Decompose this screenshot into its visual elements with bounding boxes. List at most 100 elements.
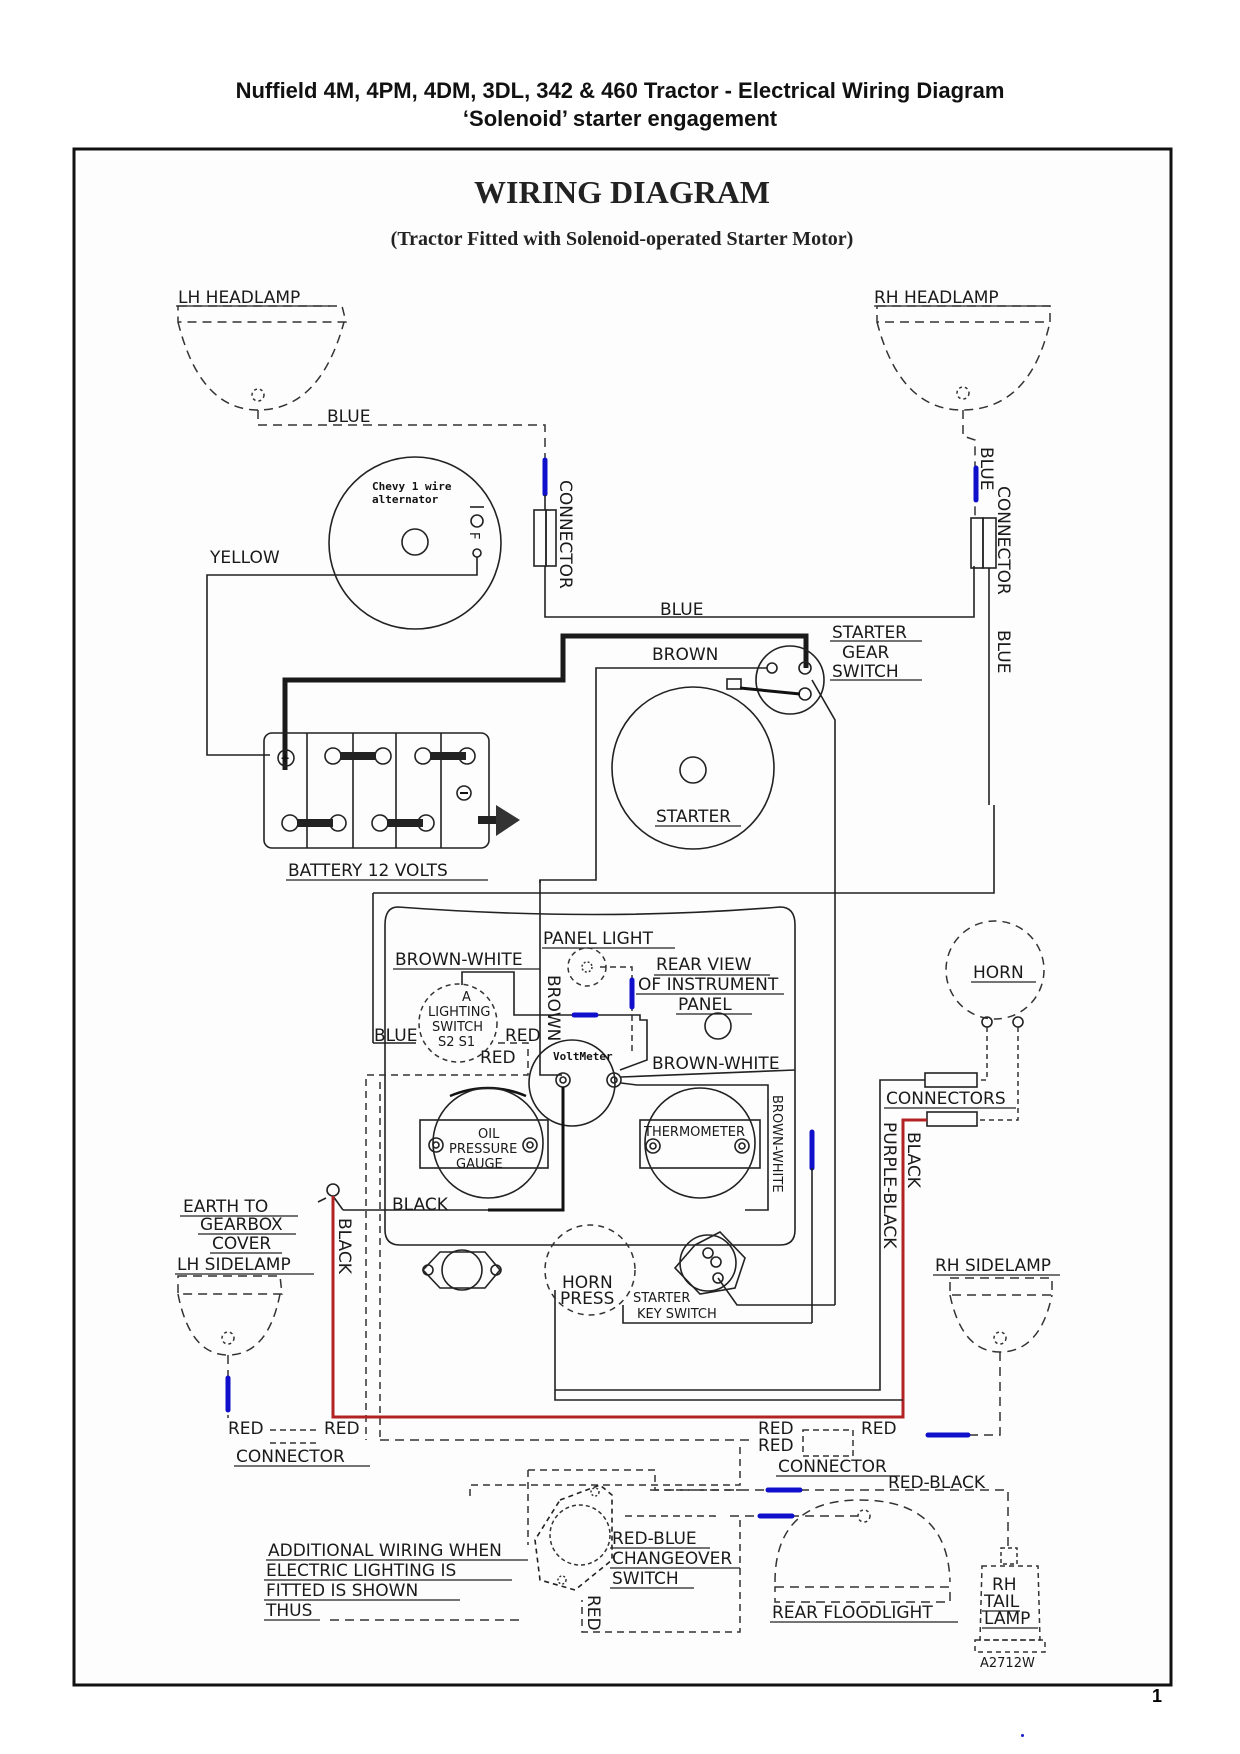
svg-text:TAIL: TAIL xyxy=(983,1592,1020,1612)
red-blue-changeover-switch: RED-BLUE CHANGEOVER SWITCH xyxy=(527,1469,741,1633)
legend-additional-wiring: ADDITIONAL WIRING WHEN ELECTRIC LIGHTING… xyxy=(264,1541,528,1621)
starter-gear-switch: STARTER GEAR SWITCH xyxy=(755,623,922,870)
svg-text:THERMOMETER: THERMOMETER xyxy=(643,1125,745,1140)
svg-text:A2712W: A2712W xyxy=(980,1656,1035,1671)
svg-text:LAMP: LAMP xyxy=(984,1609,1030,1629)
rh-sidelamp: RH SIDELAMP xyxy=(930,1256,1060,1436)
connector-right: CONNECTOR BLUE xyxy=(970,486,1013,805)
rear-floodlight: REAR FLOODLIGHT xyxy=(770,1499,958,1623)
red-wire xyxy=(331,1141,905,1419)
svg-text:HORN: HORN xyxy=(562,1273,613,1293)
svg-text:OF INSTRUMENT: OF INSTRUMENT xyxy=(638,975,779,995)
svg-text:REAR VIEW: REAR VIEW xyxy=(656,955,752,975)
wire-label-red-black: RED-BLACK xyxy=(888,1473,986,1493)
wire-label-brown-white-2: BROWN-WHITE xyxy=(652,1054,780,1074)
lighting-switch: A LIGHTING SWITCH S2 S1 xyxy=(418,971,648,1071)
svg-text:ELECTRIC LIGHTING IS: ELECTRIC LIGHTING IS xyxy=(266,1561,456,1581)
wire-label-brown-vert: BROWN xyxy=(543,975,563,1041)
svg-text:S2 S1: S2 S1 xyxy=(438,1035,475,1050)
svg-text:BLUE: BLUE xyxy=(976,447,996,490)
connector-bottom-mid: CONNECTOR xyxy=(778,1457,887,1477)
svg-text:COVER: COVER xyxy=(212,1234,271,1254)
wire-label-blue-top: BLUE xyxy=(327,407,370,427)
wire-label-red-ls: RED xyxy=(505,1026,541,1046)
svg-text:PANEL: PANEL xyxy=(678,995,732,1015)
connector-left: CONNECTOR xyxy=(533,480,575,589)
svg-text:THUS: THUS xyxy=(265,1601,312,1621)
wire-label-red-b: RED xyxy=(324,1419,360,1439)
battery: + BATTERY 12 VOLTS xyxy=(263,732,520,881)
battery-cable xyxy=(282,633,809,770)
svg-text:LIGHTING: LIGHTING xyxy=(428,1005,491,1020)
starter-motor: STARTER xyxy=(611,678,801,850)
oil-pressure-gauge: OIL PRESSURE GAUGE xyxy=(419,1086,549,1199)
wire-label-red-d: RED xyxy=(758,1436,794,1456)
connector-bottom-left: CONNECTOR xyxy=(236,1447,345,1467)
wire-label-black-panel: BLACK xyxy=(392,1195,449,1215)
wire-label-red-c: RED xyxy=(758,1419,794,1439)
svg-text:GEAR: GEAR xyxy=(842,643,890,663)
lh-sidelamp: LH SIDELAMP xyxy=(175,1255,314,1418)
document-subtitle: ‘Solenoid’ starter engagement xyxy=(462,106,778,131)
svg-text:F: F xyxy=(466,532,481,539)
voltmeter: VoltMeter xyxy=(488,1039,622,1212)
horn-press: HORN PRESS xyxy=(544,1224,903,1401)
svg-text:STARTER: STARTER xyxy=(633,1291,690,1306)
svg-text:CONNECTOR: CONNECTOR xyxy=(555,480,575,589)
svg-text:CONNECTOR: CONNECTOR xyxy=(993,486,1013,595)
wire-label-blue-alt: BLUE xyxy=(660,600,703,620)
wire-label-purple-black: PURPLE-BLACK xyxy=(879,1122,899,1249)
wire-label-black-vert: BLACK xyxy=(334,1218,354,1275)
svg-text:HORN: HORN xyxy=(973,963,1024,983)
wire-label-brown-top: BROWN xyxy=(652,645,718,665)
wire-label-red-e: RED xyxy=(861,1419,897,1439)
svg-text:PRESS: PRESS xyxy=(560,1289,614,1309)
svg-text:EARTH TO: EARTH TO xyxy=(183,1197,268,1217)
diagram-heading: WIRING DIAGRAM xyxy=(474,174,770,210)
svg-text:GEARBOX: GEARBOX xyxy=(200,1215,283,1235)
svg-text:RH HEADLAMP: RH HEADLAMP xyxy=(874,288,999,308)
svg-text:SWITCH: SWITCH xyxy=(432,1020,483,1035)
page-number: 1 xyxy=(1152,1686,1163,1706)
svg-text:VoltMeter: VoltMeter xyxy=(553,1050,613,1063)
svg-text:RH SIDELAMP: RH SIDELAMP xyxy=(935,1256,1051,1276)
wire-label-black-right: BLACK xyxy=(903,1132,923,1189)
wire-label-red-a: RED xyxy=(228,1419,264,1439)
svg-text:SWITCH: SWITCH xyxy=(832,662,899,682)
svg-text:BLUE: BLUE xyxy=(993,630,1013,673)
lh-headlamp: LH HEADLAMP xyxy=(176,288,546,462)
svg-text:REAR FLOODLIGHT: REAR FLOODLIGHT xyxy=(772,1603,933,1623)
svg-text:OIL: OIL xyxy=(478,1127,500,1142)
svg-text:RH: RH xyxy=(992,1575,1017,1595)
wire-label-red-vert: RED xyxy=(583,1595,603,1631)
svg-text:FITTED IS SHOWN: FITTED IS SHOWN xyxy=(266,1581,418,1601)
starter-key-switch: STARTER KEY SWITCH xyxy=(622,1231,835,1324)
svg-text:alternator: alternator xyxy=(372,493,439,506)
panel-light: PANEL LIGHT xyxy=(542,929,675,1055)
svg-text:PANEL LIGHT: PANEL LIGHT xyxy=(543,929,654,949)
wire-label-blue-ls: BLUE xyxy=(374,1026,417,1046)
instrument-panel xyxy=(384,906,796,1246)
svg-text:ADDITIONAL WIRING WHEN: ADDITIONAL WIRING WHEN xyxy=(268,1541,502,1561)
svg-text:A: A xyxy=(462,990,471,1005)
alternator: Chevy 1 wire alternator F xyxy=(206,456,502,756)
earth-to-gearbox: EARTH TO GEARBOX COVER xyxy=(180,1183,488,1254)
blank-mount xyxy=(421,1249,502,1291)
wire-label-brown-white-1: BROWN-WHITE xyxy=(395,950,523,970)
svg-text:LH HEADLAMP: LH HEADLAMP xyxy=(178,288,300,308)
document-title: Nuffield 4M, 4PM, 4DM, 3DL, 342 & 460 Tr… xyxy=(235,78,1005,103)
svg-text:PRESSURE: PRESSURE xyxy=(449,1142,517,1157)
diagram-subheading: (Tractor Fitted with Solenoid-operated S… xyxy=(391,228,854,250)
wire-label-brown-white-vert: BROWN-WHITE xyxy=(769,1095,784,1193)
svg-text:CONNECTORS: CONNECTORS xyxy=(886,1089,1006,1109)
rh-tail-lamp: RH TAIL LAMP A2712W xyxy=(974,1547,1046,1671)
rear-view-label: REAR VIEW OF INSTRUMENT PANEL xyxy=(636,955,784,1040)
wire-label-yellow: YELLOW xyxy=(209,548,280,568)
svg-text:CHANGEOVER: CHANGEOVER xyxy=(612,1549,732,1569)
svg-text:LH SIDELAMP: LH SIDELAMP xyxy=(177,1255,291,1275)
svg-text:STARTER: STARTER xyxy=(656,807,731,827)
svg-text:KEY SWITCH: KEY SWITCH xyxy=(637,1307,717,1322)
svg-text:GAUGE: GAUGE xyxy=(456,1157,503,1172)
svg-text:BATTERY 12 VOLTS: BATTERY 12 VOLTS xyxy=(288,861,448,881)
svg-text:RED-BLUE: RED-BLUE xyxy=(612,1529,697,1549)
